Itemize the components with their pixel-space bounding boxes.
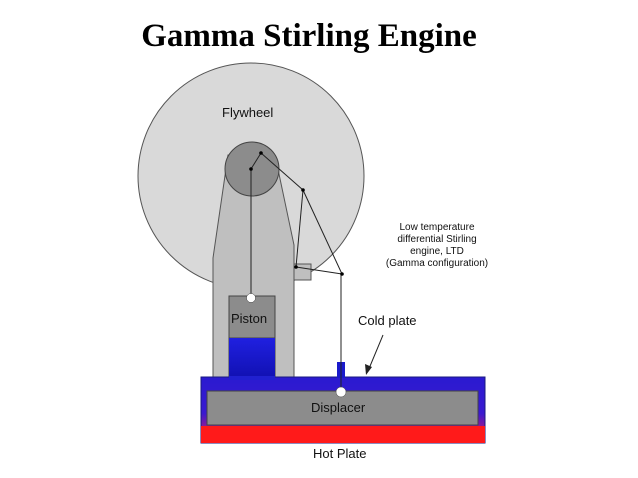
cold-plate-arrowhead (365, 364, 372, 375)
piston-label: Piston (231, 311, 268, 326)
hot-plate-label: Hot Plate (313, 446, 367, 461)
link-pivot-to-rod (302, 189, 343, 275)
link-pivot-to-bracket (295, 189, 304, 268)
note-line: Low temperature (399, 222, 475, 233)
frame-bracket (293, 263, 312, 281)
displacer-pin (335, 386, 347, 398)
crank-arm (250, 152, 262, 170)
link-bracket-to-rod (295, 266, 343, 275)
pivot-dot (259, 151, 263, 155)
pivot-dot (340, 272, 344, 276)
displacer-label: Displacer (311, 400, 366, 415)
piston-pin (246, 293, 256, 303)
cold-plate-arrow (367, 334, 384, 372)
cold-plate-label: Cold plate (358, 313, 417, 328)
pivot-dot (249, 167, 253, 171)
diagram-title: Gamma Stirling Engine (141, 18, 477, 54)
pivot-dot (294, 265, 298, 269)
note-line: engine, LTD (410, 246, 464, 257)
cylinder-gas-connection (229, 376, 275, 380)
link-crank-to-pivot (260, 152, 304, 191)
cylinder-gas (229, 338, 275, 380)
configuration-note: Low temperature differential Stirling en… (372, 222, 502, 270)
flywheel-label: Flywheel (222, 105, 274, 120)
pivot-dot (301, 188, 305, 192)
note-line: (Gamma configuration) (385, 258, 489, 269)
hot-plate (201, 426, 485, 443)
note-line: differential Stirling (397, 234, 477, 245)
